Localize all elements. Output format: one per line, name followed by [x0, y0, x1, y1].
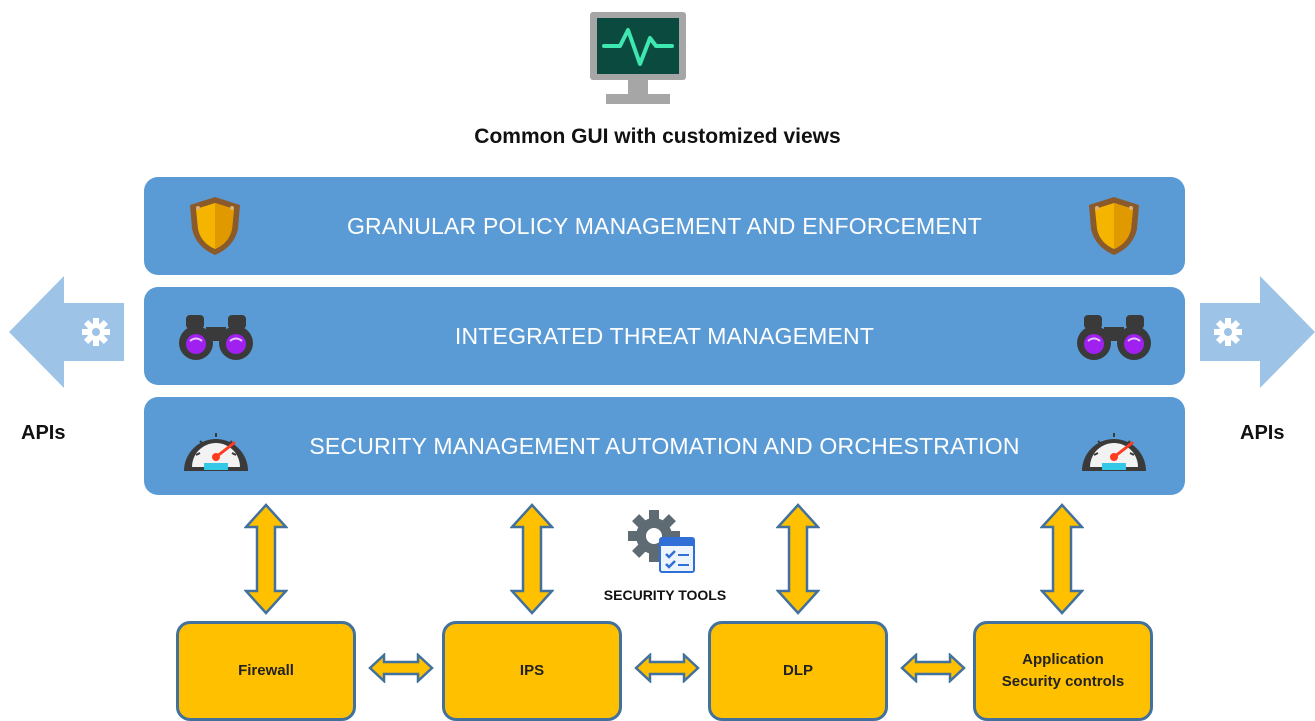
binoculars-icon — [179, 315, 253, 360]
binoculars-icon — [1077, 315, 1151, 360]
security-tools-label: SECURITY TOOLS — [603, 587, 727, 603]
gear-icon — [1214, 318, 1242, 346]
tool-box-application-security: Application Security controls — [973, 621, 1153, 721]
band-label: SECURITY MANAGEMENT AUTOMATION AND ORCHE… — [309, 432, 1020, 459]
bidirectional-arrow-vertical — [244, 503, 288, 615]
shield-icon — [1089, 197, 1139, 255]
band-label: GRANULAR POLICY MANAGEMENT AND ENFORCEME… — [346, 212, 983, 239]
band-automation-orchestration: SECURITY MANAGEMENT AUTOMATION AND ORCHE… — [144, 397, 1185, 495]
tool-box-ips: IPS — [442, 621, 622, 721]
tool-label: Firewall — [238, 662, 294, 680]
gui-title: Common GUI with customized views — [474, 125, 841, 148]
bidirectional-arrow-vertical — [1040, 503, 1084, 615]
api-arrow-left — [9, 276, 124, 388]
bidirectional-arrow-horizontal — [900, 653, 966, 683]
speedometer-icon — [1082, 433, 1146, 471]
speedometer-icon — [184, 433, 248, 471]
gear-checklist-icon — [628, 510, 695, 573]
tool-box-firewall: Firewall — [176, 621, 356, 721]
api-arrow-right — [1200, 276, 1315, 388]
bidirectional-arrow-horizontal — [368, 653, 434, 683]
band-label: INTEGRATED THREAT MANAGEMENT — [454, 322, 875, 349]
tool-label: IPS — [519, 662, 545, 680]
api-label-left: APIs — [21, 422, 66, 444]
monitor-heartbeat-icon — [590, 12, 686, 104]
bidirectional-arrow-vertical — [510, 503, 554, 615]
gear-icon — [82, 318, 110, 346]
api-label-right: APIs — [1240, 422, 1285, 444]
tool-label: DLP — [783, 662, 813, 680]
tool-box-dlp: DLP — [708, 621, 888, 721]
bidirectional-arrow-horizontal — [634, 653, 700, 683]
band-threat-management: INTEGRATED THREAT MANAGEMENT — [144, 287, 1185, 385]
band-policy-management: GRANULAR POLICY MANAGEMENT AND ENFORCEME… — [144, 177, 1185, 275]
shield-icon — [190, 197, 240, 255]
bidirectional-arrow-vertical — [776, 503, 820, 615]
tool-label: Application Security controls — [1001, 651, 1125, 690]
